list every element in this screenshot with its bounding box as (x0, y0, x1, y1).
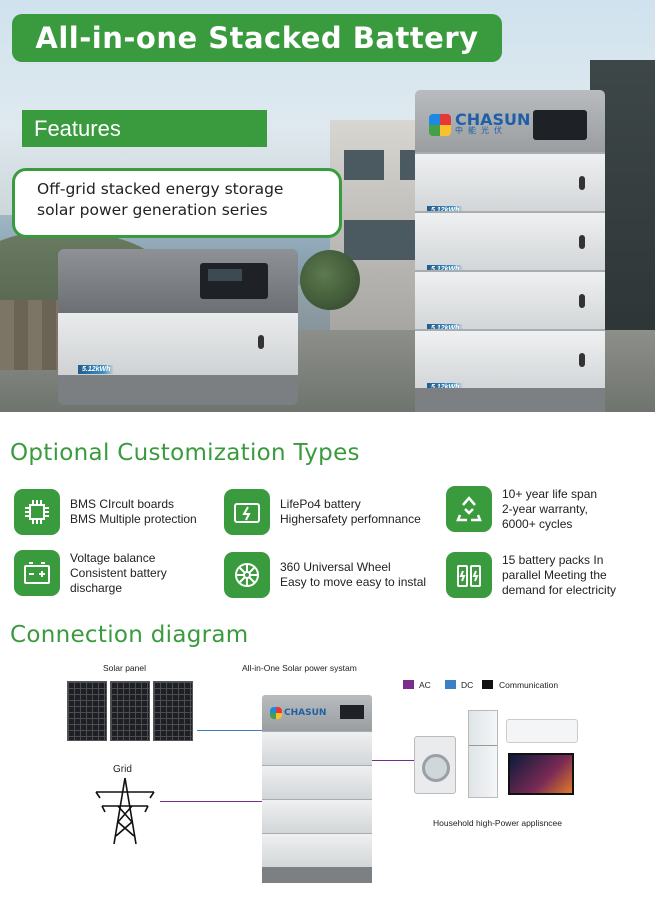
battery-bolt-icon (224, 489, 270, 535)
ac-wire (372, 760, 414, 761)
connection-diagram-heading: Connection diagram (10, 622, 249, 648)
feature-line: Voltage balance (70, 550, 156, 565)
solar-panel (153, 681, 193, 741)
feature-line: 2-year warranty, (502, 501, 588, 516)
series-line-1: Off-grid stacked energy storage (37, 180, 284, 198)
tree-background (300, 250, 360, 310)
all-in-one-system-image: CHASUN (262, 695, 372, 883)
feature-bms: BMS CIrcult boards BMS Multiple protecti… (14, 489, 197, 535)
optional-customization-heading: Optional Customization Types (10, 440, 360, 466)
feature-lifepo4: LifePo4 battery Highersafety perfomnance (224, 489, 421, 535)
brand-name-cn: 中能光伏 (455, 126, 507, 135)
legend-label-ac: AC (419, 680, 431, 690)
feature-line: Consistent battery (70, 565, 167, 580)
battery-terminals-icon (14, 550, 60, 596)
battery-module: 5.12kWh (415, 211, 605, 274)
legend-label-communication: Communication (499, 680, 559, 690)
brand-logo: CHASUN 中能光伏 (429, 110, 531, 136)
single-battery-unit: 5.12kWh (58, 249, 298, 405)
stacked-battery-tower: CHASUN 中能光伏 5.12kWh 5.12kWh 5.12kWh 5.12… (415, 90, 605, 412)
capacity-badge: 5.12kWh (78, 365, 115, 374)
feature-line: BMS CIrcult boards (70, 497, 175, 511)
solar-panel (110, 681, 150, 741)
chasun-logo-icon (429, 114, 451, 136)
battery-module: 5.12kWh (415, 152, 605, 215)
feature-line: BMS Multiple protection (70, 512, 197, 526)
legend-swatch-dc (445, 680, 456, 689)
recycle-icon (446, 486, 492, 532)
page-title: All-in-one Stacked Battery (12, 14, 502, 62)
power-pylon-icon (95, 777, 155, 845)
feature-line: parallel Meeting the (502, 567, 607, 582)
feature-line: LifePo4 battery (280, 497, 361, 511)
grid-label: Grid (113, 764, 132, 775)
brand-name: CHASUN (284, 708, 327, 718)
television-image (508, 753, 574, 795)
feature-life-span: 10+ year life span 2-year warranty, 6000… (446, 486, 597, 532)
legend-swatch-communication (482, 680, 493, 689)
feature-line: Easy to move easy to instal (280, 575, 427, 589)
appliances-label: Household high-Power applisncee (433, 818, 562, 828)
feature-parallel-packs: 15 battery packs In parallel Meeting the… (446, 552, 616, 598)
feature-line: discharge (70, 580, 123, 595)
legend-swatch-ac (403, 680, 414, 689)
feature-line: Highersafety perfomnance (280, 512, 421, 526)
feature-line: 360 Universal Wheel (280, 560, 391, 574)
brand-name: CHASUN (455, 110, 531, 129)
feature-line: 15 battery packs In (502, 552, 604, 567)
features-label: Features (22, 110, 267, 147)
washing-machine-image (414, 736, 456, 794)
solar-panel (67, 681, 107, 741)
battery-module: 5.12kWh (415, 329, 605, 392)
refrigerator-image (468, 710, 498, 798)
feature-line: 6000+ cycles (502, 516, 573, 531)
feature-line: 10+ year life span (502, 486, 598, 501)
feature-line: demand for electricity (502, 582, 617, 597)
parallel-batteries-icon (446, 552, 492, 598)
feature-wheel: 360 Universal Wheel Easy to move easy to… (224, 552, 426, 598)
feature-voltage-balance: Voltage balance Consistent battery disch… (14, 550, 167, 596)
series-description: Off-grid stacked energy storage solar po… (12, 168, 342, 238)
ac-wire (160, 801, 262, 802)
wheel-icon (224, 552, 270, 598)
air-conditioner-image (506, 719, 578, 743)
lcd-screen (200, 263, 268, 299)
dc-wire (197, 730, 262, 731)
series-line-2: solar power generation series (37, 201, 268, 219)
system-label: All-in-One Solar power systam (242, 663, 357, 673)
hero-banner: All-in-one Stacked Battery Features Off-… (0, 0, 655, 412)
battery-module: 5.12kWh (415, 270, 605, 333)
lcd-screen (533, 110, 587, 140)
circuit-board-icon (14, 489, 60, 535)
solar-panel-label: Solar panel (103, 663, 147, 673)
legend-label-dc: DC (461, 680, 474, 690)
chasun-logo-icon (270, 707, 282, 719)
